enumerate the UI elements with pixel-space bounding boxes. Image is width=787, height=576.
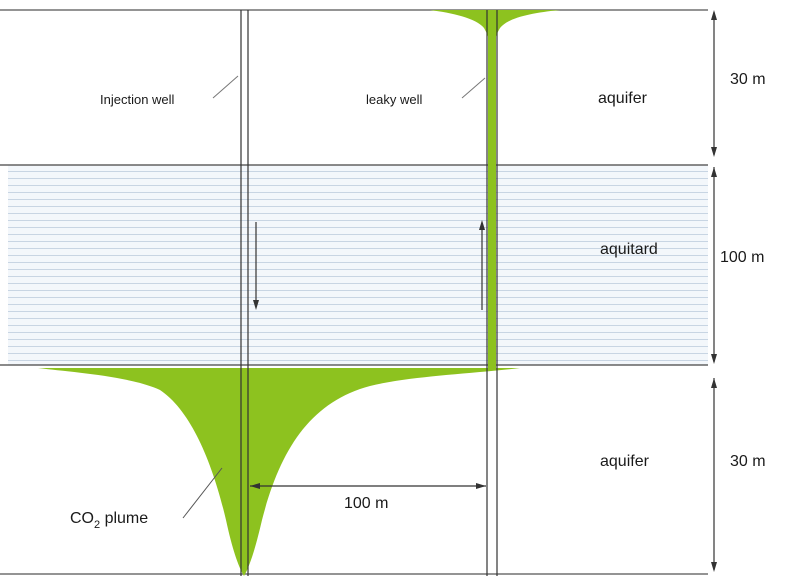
aquitard-label: aquitard	[600, 241, 658, 258]
leaky-well	[486, 10, 498, 576]
aquitard-thickness: 100 m	[720, 249, 764, 266]
injection-well-leader	[212, 75, 239, 99]
lower-aquifer-thickness: 30 m	[730, 453, 766, 470]
leaky-well-leader	[461, 77, 486, 99]
upper-aquifer-thickness: 30 m	[730, 71, 766, 88]
upward-flow-arrow	[479, 220, 485, 310]
co2-plume	[38, 368, 520, 576]
leaky-well-label: leaky well	[366, 92, 422, 107]
upper-aquifer-label: aquifer	[598, 90, 648, 107]
lower-aquifer-label: aquifer	[600, 453, 650, 470]
upper-aquifer-thickness-dimension	[711, 10, 717, 157]
well-spacing-dimension	[250, 483, 486, 489]
injection-well-label: Injection well	[100, 92, 175, 107]
aquitard-thickness-dimension	[711, 167, 717, 364]
leaky-well-co2	[488, 10, 496, 368]
downward-flow-arrow	[253, 222, 259, 310]
co2-plume-label: CO2 plume	[70, 510, 148, 531]
lower-aquifer-thickness-dimension	[711, 378, 717, 572]
aquitard-layer	[8, 165, 708, 365]
co2-plume-leader	[182, 467, 223, 519]
injection-well	[240, 10, 249, 576]
well-spacing-label: 100 m	[344, 495, 388, 512]
